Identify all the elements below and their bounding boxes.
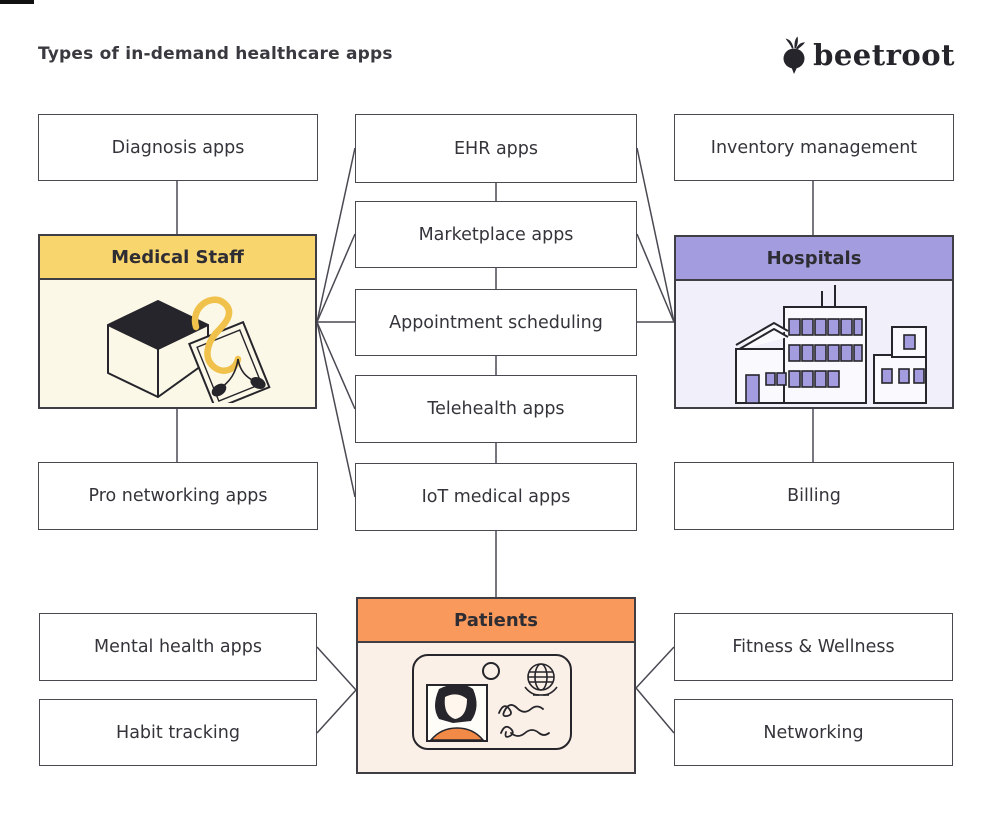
edge-medicalstaff-ehr <box>316 147 356 323</box>
node-label: Appointment scheduling <box>389 312 603 333</box>
node-diagnosis-apps: Diagnosis apps <box>38 114 318 181</box>
patient-id-card-illustration <box>412 653 572 750</box>
node-marketplace-apps: Marketplace apps <box>355 201 637 268</box>
card-patients-header: Patients <box>358 599 634 643</box>
card-title: Hospitals <box>766 247 862 269</box>
top-edge-artifact <box>0 0 34 4</box>
edge-patients-mentalhealth <box>316 646 357 691</box>
node-billing: Billing <box>674 462 954 530</box>
page-title: Types of in-demand healthcare apps <box>38 44 393 64</box>
node-appointment-scheduling: Appointment scheduling <box>355 289 637 356</box>
card-hospitals: Hospitals <box>674 235 954 409</box>
hospital-buildings-illustration <box>735 285 927 404</box>
edge-patients-fitness <box>635 646 675 689</box>
node-label: Mental health apps <box>94 637 262 657</box>
node-label: IoT medical apps <box>421 487 571 507</box>
node-label: Inventory management <box>710 137 918 158</box>
logo: beetroot <box>781 36 955 74</box>
edge-patients-habit <box>316 689 357 734</box>
node-label: Billing <box>787 486 841 506</box>
node-label: Networking <box>763 722 864 743</box>
node-networking: Networking <box>674 699 953 766</box>
node-label: Fitness & Wellness <box>732 637 895 657</box>
node-label: Pro networking apps <box>88 486 268 506</box>
edge-hospitals-ehr <box>636 147 675 323</box>
card-title: Medical Staff <box>111 246 244 268</box>
node-inventory-management: Inventory management <box>674 114 954 181</box>
node-pro-networking-apps: Pro networking apps <box>38 462 318 530</box>
edge-medicalstaff-iot <box>316 321 356 498</box>
node-label: Telehealth apps <box>427 399 565 419</box>
node-label: Diagnosis apps <box>111 137 245 158</box>
card-medical-staff: Medical Staff <box>38 234 317 409</box>
card-medical-staff-body <box>40 280 315 407</box>
logo-text: beetroot <box>813 38 955 72</box>
node-label: Marketplace apps <box>418 224 574 245</box>
edge-patients-networking <box>635 687 675 734</box>
node-mental-health-apps: Mental health apps <box>39 613 317 681</box>
card-hospitals-header: Hospitals <box>676 237 952 281</box>
card-medical-staff-header: Medical Staff <box>40 236 315 280</box>
edge-medicalstaff-marketplace <box>316 233 356 323</box>
medical-staff-illustration <box>106 295 271 403</box>
node-label: Habit tracking <box>116 722 240 743</box>
node-fitness-wellness: Fitness & Wellness <box>674 613 953 681</box>
node-habit-tracking: Habit tracking <box>39 699 317 766</box>
node-telehealth-apps: Telehealth apps <box>355 375 637 443</box>
edge-medicalstaff-telehealth <box>316 321 356 410</box>
card-title: Patients <box>454 609 538 631</box>
card-hospitals-body <box>676 281 952 407</box>
node-label: EHR apps <box>454 138 538 159</box>
edge-hospitals-marketplace <box>636 233 675 323</box>
card-patients-body <box>358 643 634 772</box>
node-iot-medical-apps: IoT medical apps <box>355 463 637 531</box>
beet-icon <box>783 36 806 74</box>
node-ehr-apps: EHR apps <box>355 114 637 183</box>
card-patients: Patients <box>356 597 636 774</box>
